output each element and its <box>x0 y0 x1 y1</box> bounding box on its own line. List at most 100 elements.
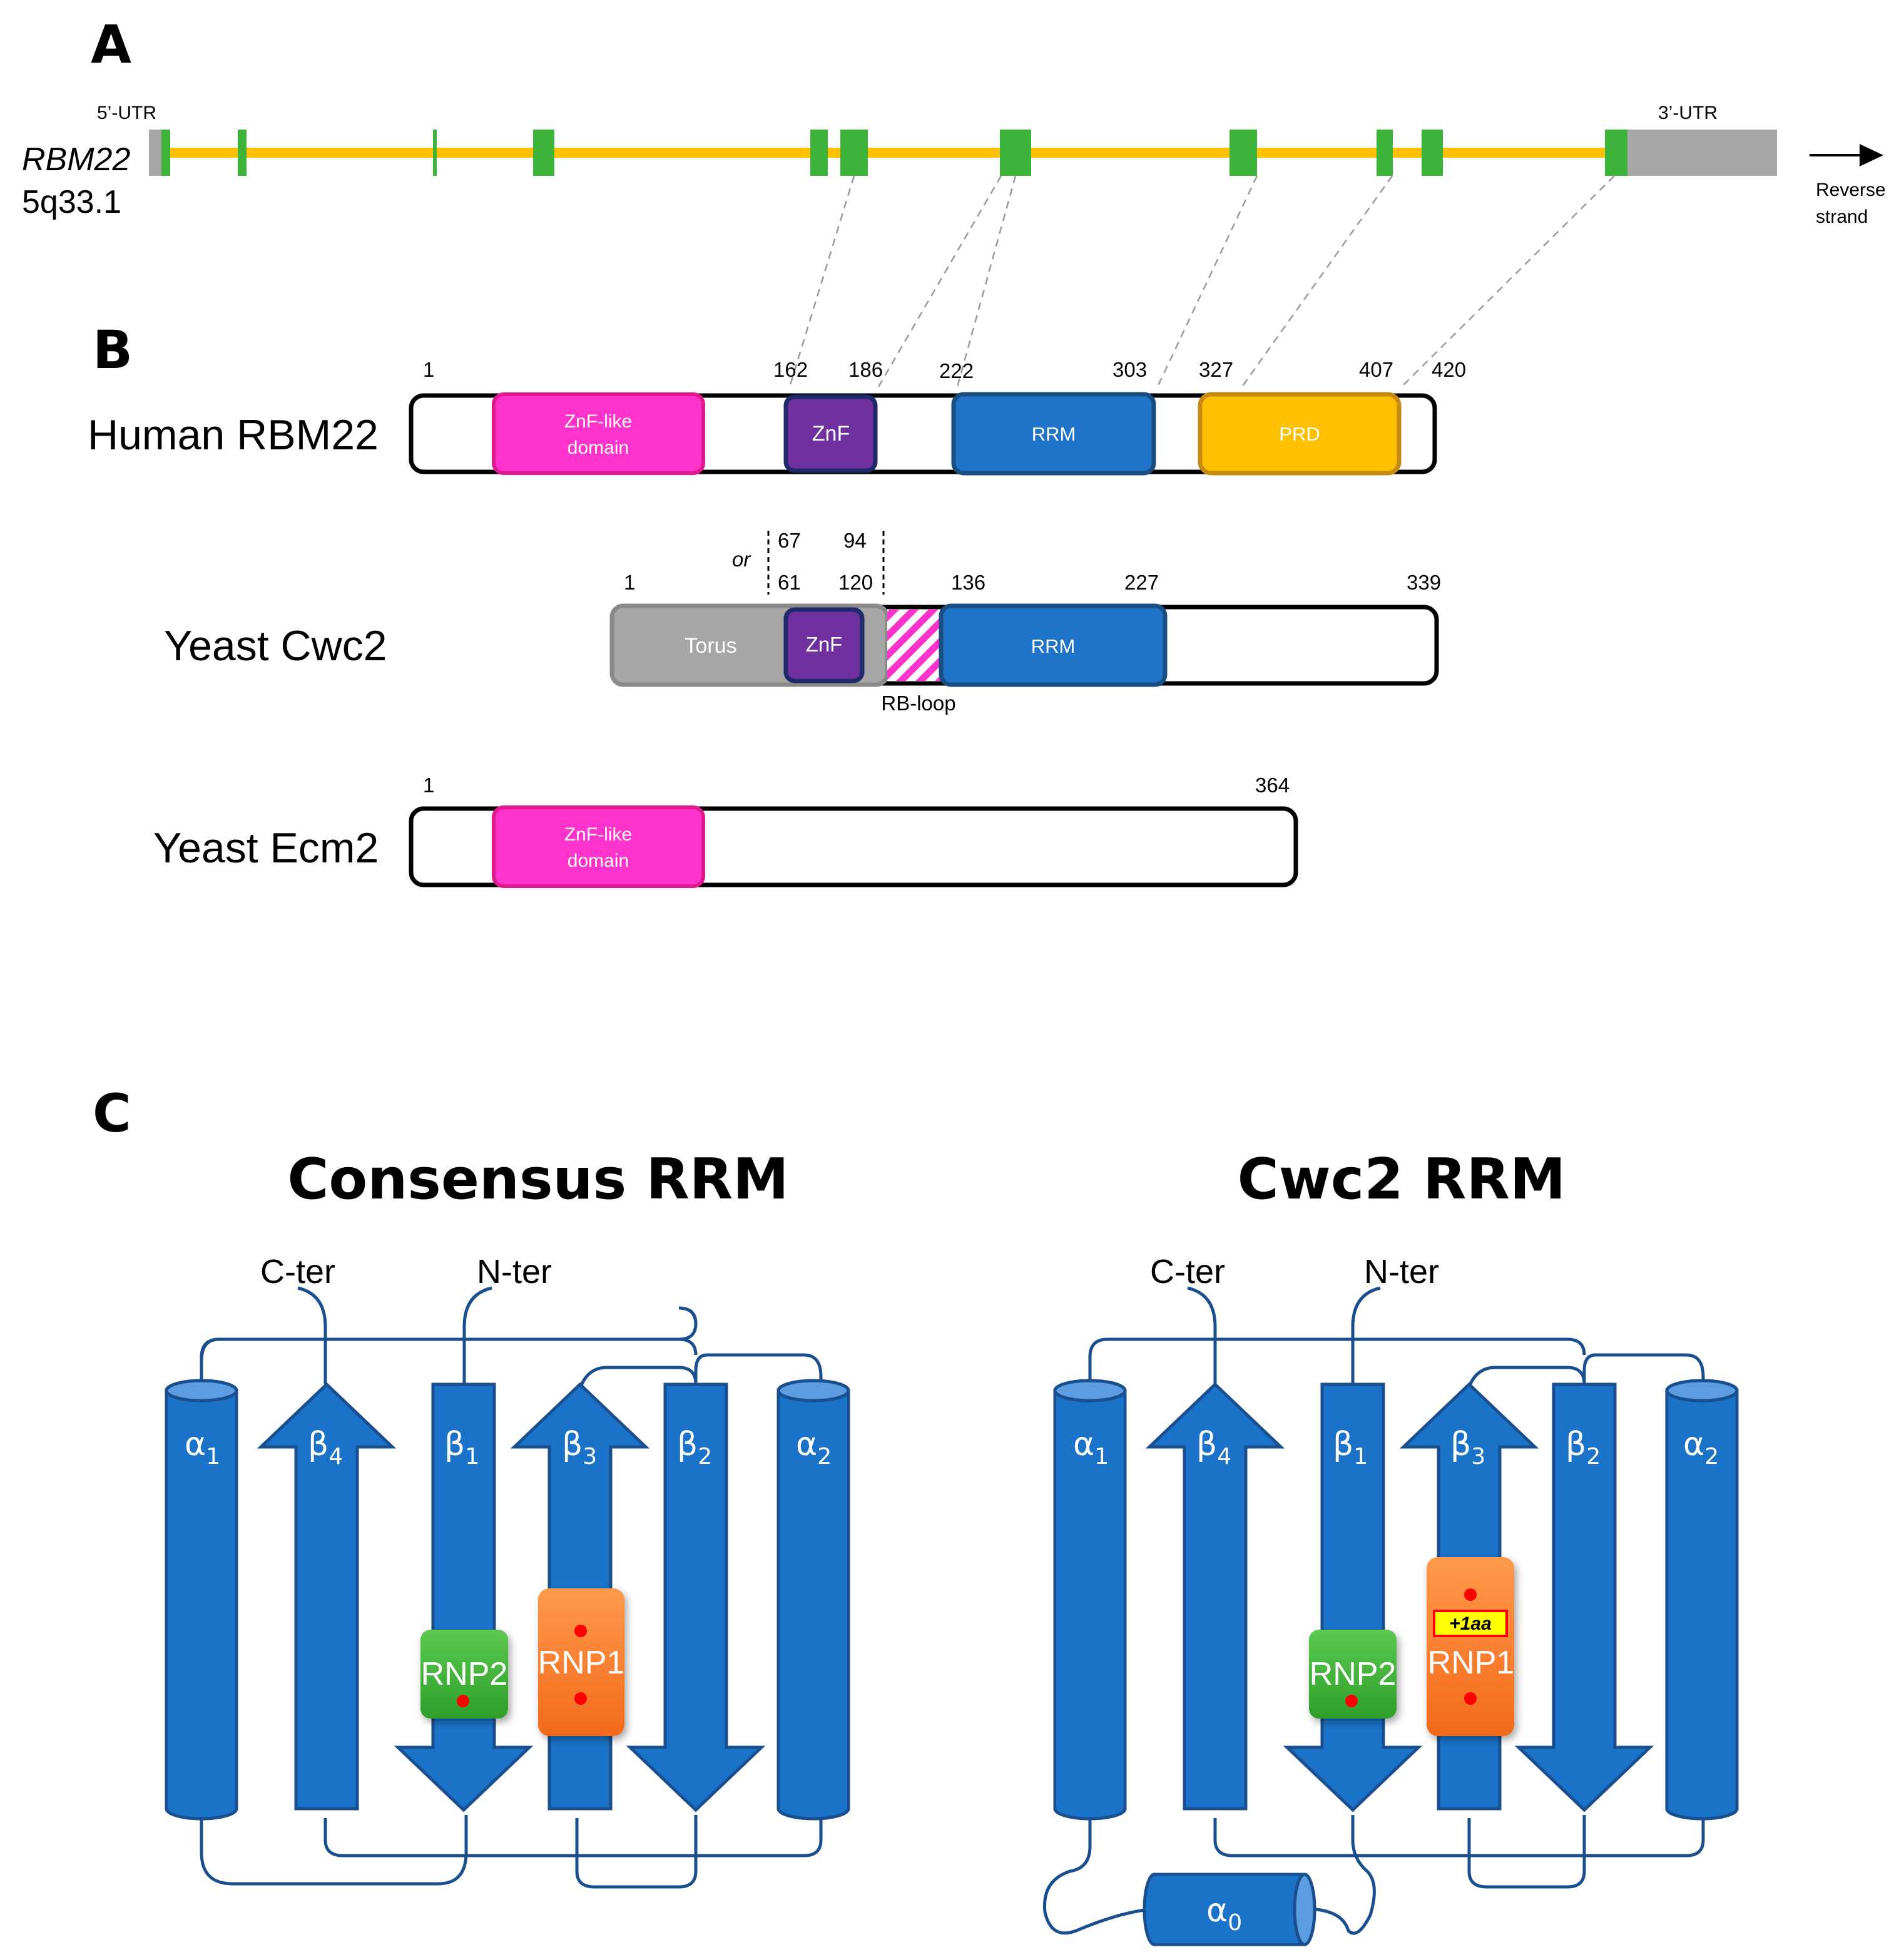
consensus-rrm-title: Consensus RRM <box>287 1147 788 1212</box>
exon-2 <box>238 130 247 176</box>
cwc2-insertion-label: +1aa <box>1449 1613 1492 1634</box>
human-pos-327: 327 <box>1199 358 1233 381</box>
cwc2-pos-227: 227 <box>1124 571 1159 594</box>
exon-domain-connectors <box>788 175 1615 387</box>
yeast-cwc2: Yeast Cwc2 or 67 94 1 61 120 136 227 339… <box>164 529 1441 715</box>
consensus-helix-alpha2 <box>776 1379 850 1821</box>
cwc2-rb-loop-label: RB-loop <box>881 692 955 715</box>
human-znf-like-domain <box>492 392 705 475</box>
cwc2-strand-beta1 <box>1283 1382 1423 1812</box>
utr5-label: 5’-UTR <box>97 103 156 123</box>
strand-arrow-head <box>1860 144 1883 166</box>
cwc2-insertion-badge <box>1433 1610 1508 1637</box>
exon-5 <box>810 130 828 176</box>
cwc2-pos-136: 136 <box>951 571 985 594</box>
human-znf-domain <box>783 394 878 473</box>
cwc2-alpha1-label: α1 <box>1073 1426 1109 1469</box>
ecm2-znf-like-domain <box>492 805 705 888</box>
cwc2-helix-alpha1 <box>1053 1379 1127 1821</box>
cwc2-rrm: Cwc2 RRM C-ter N-ter α1 <box>1043 1147 1739 1946</box>
cwc2-pos-120: 120 <box>838 571 873 594</box>
yeast-ecm2: Yeast Ecm2 1 364 ZnF-like domain <box>153 774 1298 888</box>
consensus-rrm: Consensus RRM C-ter N-ter α1 <box>165 1147 850 1889</box>
human-rrm-label: RRM <box>1032 423 1076 445</box>
cwc2-rrm-domain <box>939 603 1168 687</box>
cwc2-strand-beta4 <box>1145 1382 1285 1811</box>
ecm2-pos-1: 1 <box>423 774 434 797</box>
consensus-helix-alpha1 <box>165 1379 238 1821</box>
consensus-rnp2-dot <box>457 1695 469 1707</box>
panel-label-a: A <box>91 14 131 75</box>
cwc2-rnp2-label: RNP2 <box>1310 1656 1397 1692</box>
exon-10 <box>1422 130 1443 176</box>
exon-7 <box>1000 130 1031 176</box>
cwc2-znf-domain <box>783 607 865 683</box>
consensus-alpha2-label: α2 <box>796 1426 832 1469</box>
human-znf-like-label-1: ZnF-like <box>564 411 632 432</box>
exon-3 <box>433 130 437 176</box>
exon-9 <box>1377 130 1393 176</box>
cwc2-or: or <box>732 548 751 571</box>
cwc2-pos-1: 1 <box>624 571 635 594</box>
consensus-strand-beta1 <box>394 1382 534 1812</box>
gene-locus: 5q33.1 <box>22 184 121 220</box>
cwc2-rrm-title: Cwc2 RRM <box>1238 1147 1566 1212</box>
human-pos-1: 1 <box>423 358 434 381</box>
cwc2-znf-label: ZnF <box>806 633 843 656</box>
yeast-cwc2-name: Yeast Cwc2 <box>164 622 387 670</box>
exon-6 <box>840 130 868 176</box>
utr3-box <box>1621 130 1777 176</box>
human-rbm22: Human RBM22 1 162 186 222 303 327 407 42… <box>88 358 1466 476</box>
consensus-rnp2 <box>420 1630 508 1719</box>
consensus-rnp1-dot-1 <box>574 1625 587 1637</box>
ecm2-pos-364: 364 <box>1255 774 1290 797</box>
cwc2-pos-61: 61 <box>778 571 801 594</box>
human-pos-162: 162 <box>773 358 808 381</box>
yeast-ecm2-name: Yeast Ecm2 <box>153 824 379 872</box>
cwc2-rnp1-label: RNP1 <box>1428 1645 1515 1681</box>
gene-name: RBM22 <box>22 141 130 178</box>
human-pos-222: 222 <box>939 359 974 382</box>
consensus-rnp1-dot-2 <box>574 1692 587 1705</box>
panel-label-c: C <box>93 1083 131 1144</box>
human-pos-303: 303 <box>1112 358 1147 381</box>
cwc2-beta4-label: β4 <box>1196 1426 1231 1469</box>
human-znf-label: ZnF <box>812 422 850 446</box>
human-pos-186: 186 <box>848 358 883 381</box>
cwc2-rnp2-dot <box>1345 1695 1358 1707</box>
intron-line <box>168 148 1621 158</box>
cwc2-n-ter-label: N-ter <box>1364 1253 1439 1290</box>
consensus-beta2-label: β2 <box>677 1426 712 1469</box>
cwc2-rnp1-dot-2 <box>1464 1692 1477 1705</box>
cwc2-pos-67: 67 <box>778 529 801 552</box>
consensus-rnp2-label: RNP2 <box>421 1656 508 1692</box>
consensus-loops <box>200 1286 823 1889</box>
cwc2-helix-alpha0 <box>1143 1873 1316 1946</box>
cwc2-beta1-label: β1 <box>1333 1426 1368 1469</box>
cwc2-rnp2 <box>1309 1630 1397 1719</box>
exon-4 <box>533 130 554 176</box>
consensus-rnp1-label: RNP1 <box>538 1645 625 1681</box>
utr3-label: 3’-UTR <box>1658 103 1718 123</box>
cwc2-rnp1-dot-1 <box>1464 1588 1477 1601</box>
cwc2-rrm-label: RRM <box>1031 635 1076 657</box>
cwc2-rnp1 <box>1427 1557 1514 1736</box>
strand-label-2: strand <box>1816 207 1868 227</box>
consensus-beta4-label: β4 <box>308 1426 343 1469</box>
consensus-n-ter-label: N-ter <box>477 1253 552 1290</box>
gene-structure: 5’-UTR 3’-UTR RBM22 5q33.1 Reverse stran… <box>22 103 1886 227</box>
panel-label-b: B <box>93 319 133 381</box>
human-pos-420: 420 <box>1432 358 1466 381</box>
cwc2-pos-339: 339 <box>1407 571 1441 594</box>
strand-label-1: Reverse <box>1816 180 1886 200</box>
cwc2-torus-label: Torus <box>685 634 736 658</box>
cwc2-alpha2-label: α2 <box>1683 1426 1719 1469</box>
consensus-rnp1 <box>538 1588 624 1736</box>
cwc2-beta2-label: β2 <box>1565 1426 1601 1469</box>
exon-1 <box>161 130 170 176</box>
consensus-strand-beta4 <box>257 1382 397 1811</box>
consensus-c-ter-label: C-ter <box>260 1253 335 1290</box>
human-prd-domain <box>1198 392 1402 476</box>
consensus-alpha1-label: α1 <box>185 1426 220 1469</box>
